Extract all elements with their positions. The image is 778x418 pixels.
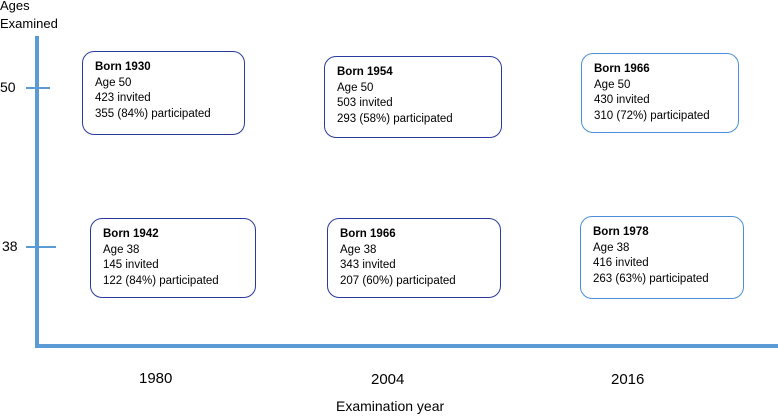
cohort-age: Age 50 xyxy=(594,78,631,91)
cohort-invited: 430 invited xyxy=(594,94,650,106)
y-tick-50 xyxy=(26,87,50,89)
y-axis-title-line1: Ages xyxy=(0,0,30,13)
cohort-participated: 263 (63%) participated xyxy=(593,272,709,285)
cohort-box-born-1930: Born 1930 Age 50 423 invited 355 (84%) p… xyxy=(82,51,245,135)
cohort-box-born-1954: Born 1954 Age 50 503 invited 293 (58%) p… xyxy=(324,56,502,138)
cohort-participated: 355 (84%) participated xyxy=(95,107,211,120)
y-axis-title-line2: Examined xyxy=(0,16,58,31)
cohort-born: Born 1942 xyxy=(103,228,159,240)
cohort-age: Age 38 xyxy=(593,241,630,254)
cohort-box-born-1978: Born 1978 Age 38 416 invited 263 (63%) p… xyxy=(580,216,744,299)
cohort-age: Age 50 xyxy=(337,81,374,94)
x-tick-label-2004: 2004 xyxy=(371,371,405,388)
y-tick-38 xyxy=(26,246,56,248)
cohort-participated: 207 (60%) participated xyxy=(340,274,456,287)
x-tick-label-2016: 2016 xyxy=(611,371,645,388)
cohort-born: Born 1966 xyxy=(340,228,396,240)
cohort-invited: 416 invited xyxy=(593,257,649,269)
cohort-age: Age 50 xyxy=(95,76,132,89)
cohort-born: Born 1954 xyxy=(337,66,393,78)
cohort-born: Born 1966 xyxy=(594,63,650,75)
x-axis-title: Examination year xyxy=(336,398,445,414)
y-tick-label-50: 50 xyxy=(0,79,16,95)
x-axis-line xyxy=(35,344,778,348)
cohort-participated: 293 (58%) participated xyxy=(337,112,453,125)
cohort-box-born-1966-age-50: Born 1966 Age 50 430 invited 310 (72%) p… xyxy=(581,53,739,133)
cohort-born: Born 1978 xyxy=(593,226,649,238)
cohort-born: Born 1930 xyxy=(95,61,151,73)
cohort-invited: 145 invited xyxy=(103,259,159,271)
cohort-invited: 423 invited xyxy=(95,92,151,104)
cohort-box-born-1942: Born 1942 Age 38 145 invited 122 (84%) p… xyxy=(90,218,256,298)
cohort-participated: 310 (72%) participated xyxy=(594,109,710,122)
cohort-box-born-1966-age-38: Born 1966 Age 38 343 invited 207 (60%) p… xyxy=(327,218,501,298)
cohort-age: Age 38 xyxy=(103,243,140,256)
y-axis-line xyxy=(35,36,39,348)
cohort-participated: 122 (84%) participated xyxy=(103,274,219,287)
y-axis-title: Ages Examined xyxy=(0,0,58,33)
x-tick-label-1980: 1980 xyxy=(139,370,173,387)
cohort-invited: 343 invited xyxy=(340,259,396,271)
y-tick-label-38: 38 xyxy=(2,238,18,254)
cohort-invited: 503 invited xyxy=(337,97,393,109)
cohort-age: Age 38 xyxy=(340,243,377,256)
